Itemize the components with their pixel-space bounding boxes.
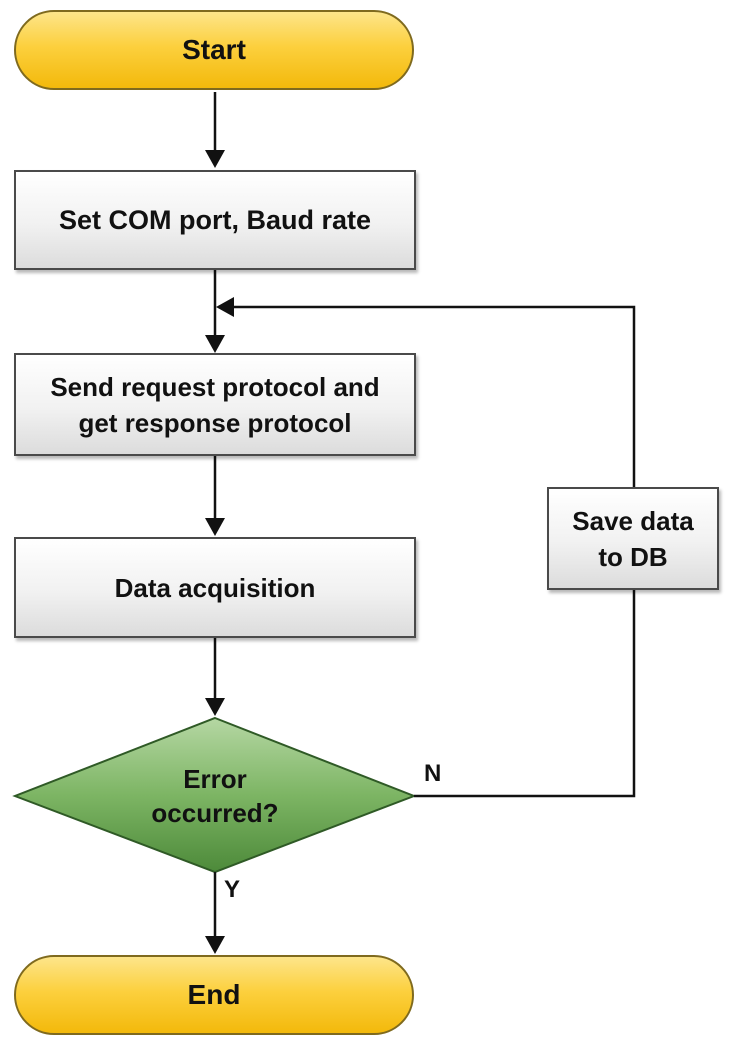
arrowhead-send [205, 335, 225, 353]
edge-save-to-loop [232, 305, 636, 487]
send-request-label: Send request protocol and get response p… [50, 371, 380, 438]
arrowhead-decision [205, 698, 225, 716]
yes-branch-label: Y [224, 876, 241, 903]
set-port-node: Set COM port, Baud rate [14, 170, 416, 270]
send-request-node: Send request protocol and get response p… [14, 353, 416, 456]
data-acquisition-label: Data acquisition [114, 572, 316, 603]
arrowhead-end [205, 936, 225, 954]
edge-decision-to-save [414, 590, 636, 798]
end-node: End [14, 955, 414, 1035]
no-branch-label: N [424, 760, 442, 787]
arrowhead-loop [216, 297, 234, 317]
data-acquisition-node: Data acquisition [14, 537, 416, 638]
start-node: Start [14, 10, 414, 90]
set-port-label: Set COM port, Baud rate [58, 205, 372, 235]
end-label: End [187, 979, 241, 1010]
arrowhead-setport [205, 150, 225, 168]
arrowhead-acquisition [205, 518, 225, 536]
save-data-node: Save data to DB [547, 487, 719, 590]
save-data-label: Save data to DB [572, 505, 694, 572]
start-label: Start [182, 34, 246, 65]
decision-label: Error occurred? [151, 764, 279, 828]
